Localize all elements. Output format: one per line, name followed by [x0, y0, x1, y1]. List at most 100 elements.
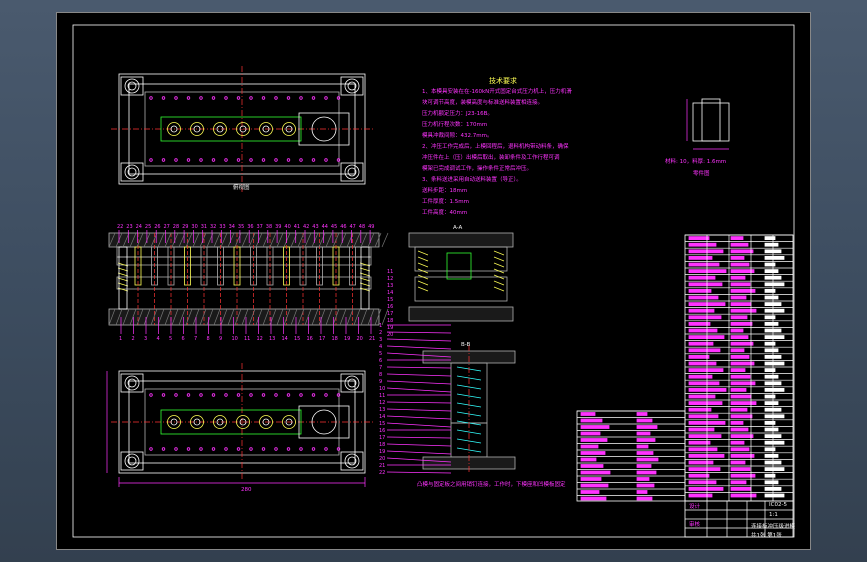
- bom-text: [764, 401, 779, 406]
- screw: [224, 393, 228, 397]
- screw: [161, 393, 166, 397]
- section-hatch: [213, 232, 221, 248]
- lower-die-shoe: [108, 308, 380, 326]
- punch-station: [190, 415, 204, 429]
- leader-line: [386, 366, 452, 369]
- bom-text: [730, 262, 750, 267]
- bom-text: [636, 464, 652, 468]
- section-hatch: [325, 232, 333, 248]
- bom-text: [730, 249, 754, 254]
- screw: [149, 447, 153, 451]
- guide-bush-box: [120, 451, 144, 471]
- bb-coil: [456, 429, 482, 435]
- spring-coil: [359, 282, 371, 287]
- bom-text: [730, 480, 747, 485]
- bom-text: [730, 315, 748, 320]
- part-number: 41: [294, 224, 300, 230]
- punch-station: [236, 122, 250, 136]
- bom-text: [636, 457, 659, 462]
- leader-line: [386, 345, 452, 350]
- section-hatch: [332, 232, 340, 248]
- guide-bush-inner: [347, 378, 357, 388]
- spring-coil: [417, 286, 429, 292]
- bom-text: [688, 262, 720, 267]
- bom-text: [636, 425, 658, 429]
- bom-text: [688, 473, 710, 478]
- part-number: 8: [379, 372, 382, 378]
- leader-line: [386, 401, 452, 404]
- section-hatch: [381, 308, 389, 326]
- section-hatch: [262, 308, 270, 326]
- bom-text: [764, 321, 779, 326]
- leader-line: [386, 387, 452, 393]
- pilot-hole: [170, 418, 178, 426]
- screw: [311, 96, 316, 100]
- bom-text: [580, 412, 596, 416]
- bom-text: [688, 328, 718, 333]
- bom-text: [688, 361, 717, 366]
- pilot-hole: [285, 125, 293, 133]
- spring-coil: [359, 262, 371, 267]
- leader-line: [386, 450, 452, 455]
- part-number: 22: [379, 470, 385, 476]
- punch-station: [259, 122, 273, 136]
- part-number: 39: [275, 224, 281, 230]
- section-hatch: [115, 308, 123, 326]
- guide-bush: [344, 78, 360, 94]
- bom-text: [764, 387, 785, 392]
- bom-text: [688, 368, 724, 373]
- bom-text: [730, 348, 745, 353]
- bom-text: [688, 467, 721, 472]
- section-hatch: [157, 232, 165, 248]
- section-hatch: [220, 232, 228, 248]
- part-number: 2: [379, 330, 382, 336]
- section-hatch: [339, 232, 347, 248]
- tech-line: 工件厚度：1.5mm: [422, 199, 469, 205]
- section-hatch: [213, 308, 221, 326]
- bom-text: [764, 308, 785, 313]
- bom-text: [688, 275, 716, 280]
- title-sheet: 共1张 第1张: [751, 533, 782, 539]
- part-number: 49: [368, 224, 374, 230]
- guide-bush-inner: [127, 378, 137, 388]
- bom-text: [730, 275, 746, 280]
- spring-coil: [493, 268, 505, 274]
- screw: [236, 158, 241, 162]
- bom-text: [688, 394, 716, 399]
- screw: [224, 447, 228, 451]
- guide-post: [360, 246, 370, 310]
- screw: [299, 447, 303, 451]
- leader-line: [386, 422, 452, 428]
- leader-line: [386, 338, 452, 342]
- top-plan-strip: [160, 116, 302, 142]
- section-hatch: [206, 308, 214, 326]
- part-number: 48: [359, 224, 365, 230]
- screw: [324, 393, 328, 397]
- screw: [174, 393, 178, 397]
- bom-text: [730, 368, 746, 373]
- bom-text: [688, 242, 717, 247]
- guide-bush-inner: [347, 456, 357, 466]
- spring-coil: [359, 277, 371, 282]
- bom-text: [688, 460, 714, 465]
- bom-text: [688, 295, 719, 300]
- pilot-hole: [193, 418, 201, 426]
- screw: [186, 158, 191, 162]
- part-number: 29: [182, 224, 188, 230]
- title-scale: 1:1: [769, 512, 778, 518]
- bom-text: [764, 420, 776, 425]
- bom-text: [688, 427, 715, 432]
- bom-text: [764, 348, 779, 353]
- screw: [224, 96, 228, 100]
- screw: [311, 158, 316, 162]
- section-hatch: [227, 232, 235, 248]
- section-hatch: [297, 308, 305, 326]
- bom-text: [580, 418, 603, 423]
- leader-line: [386, 415, 452, 420]
- tech-line: 模具冲裁间隙：432.7mm。: [422, 133, 493, 139]
- bom-text: [730, 434, 754, 439]
- bom-text: [764, 447, 776, 452]
- bom-text: [764, 368, 776, 373]
- part-number: 3: [144, 336, 147, 342]
